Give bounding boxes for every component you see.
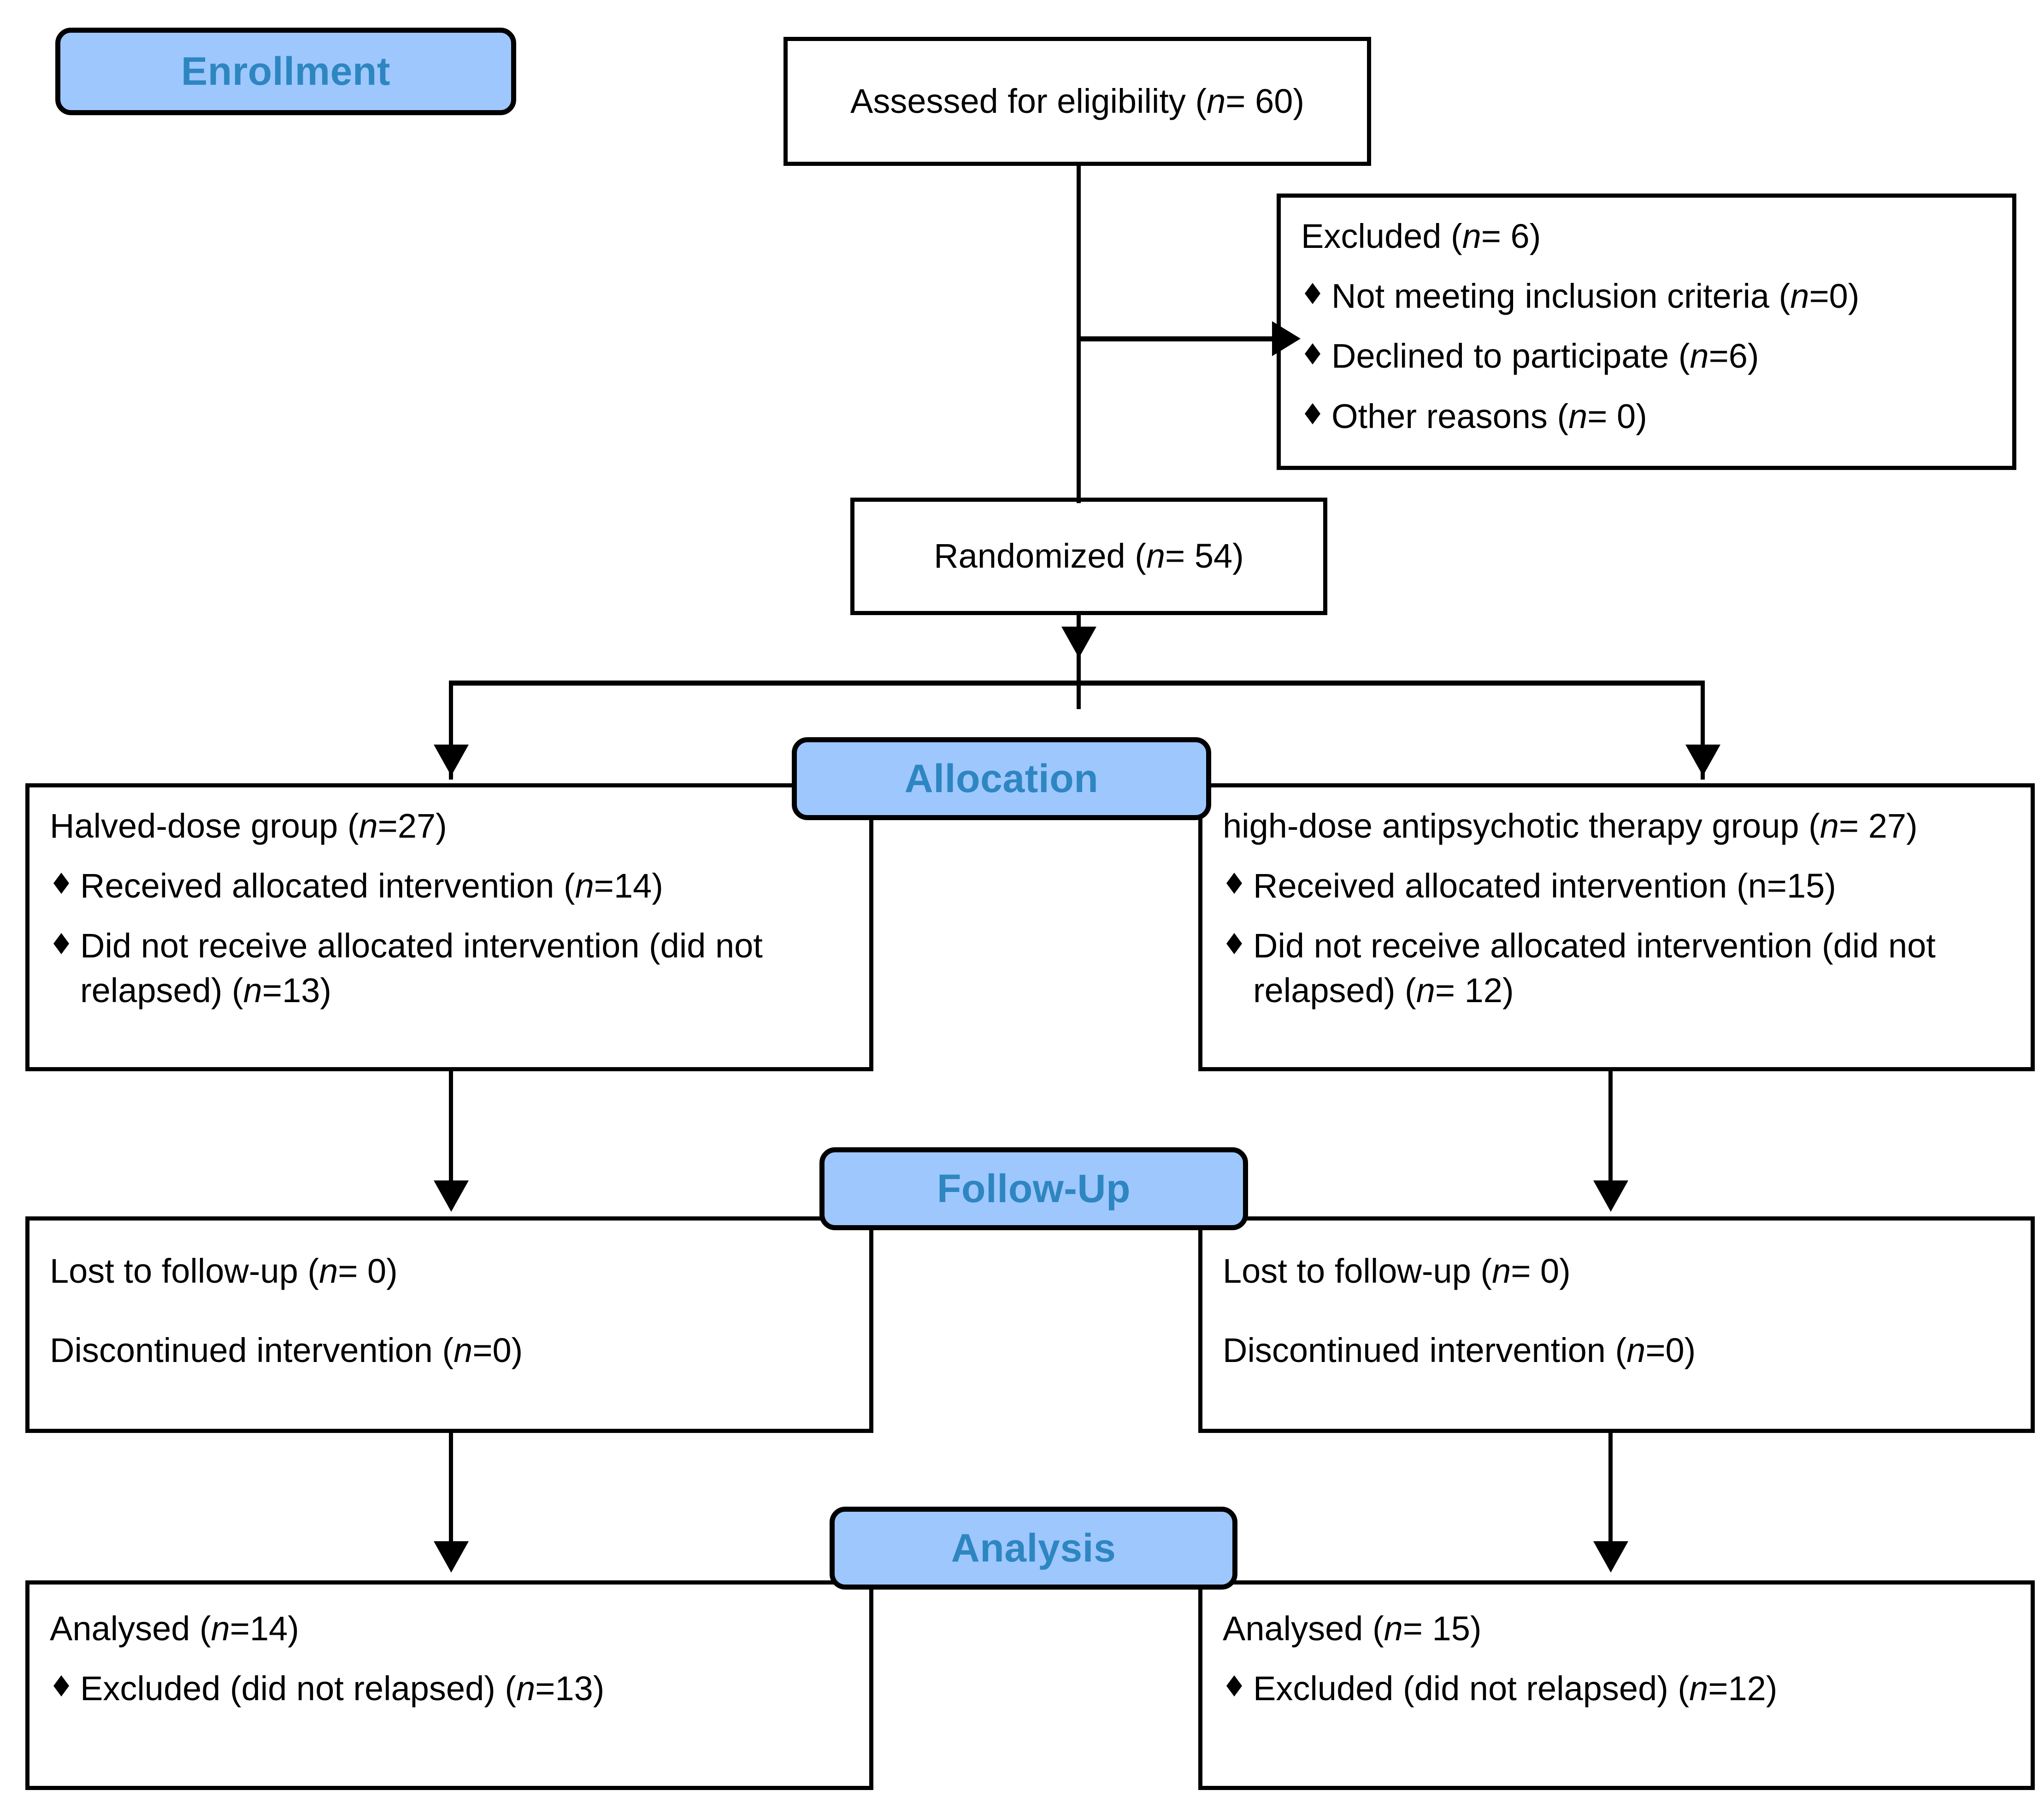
excluded-reason-list: Not meeting inclusion criteria (n=0) Dec… [1301,274,1994,439]
list-item: Received allocated intervention (n=14) [50,864,851,908]
arrowhead-followup-right-analysis [1593,1541,1628,1573]
followup-left-line-2: Discontinued intervention (n=0) [50,1331,523,1370]
connector-to-excluded [1077,336,1279,341]
list-item: Not meeting inclusion criteria (n=0) [1301,274,1994,318]
diamond-bullet-icon [53,933,69,954]
box-analysis-left: Analysed (n=14) Excluded (did not relaps… [25,1580,873,1790]
followup-right-line-2: Discontinued intervention (n=0) [1223,1331,1696,1370]
list-item: Excluded (did not relapsed) (n=12) [1223,1667,2012,1711]
arrowhead-to-excluded [1272,321,1301,356]
allocation-left-list: Received allocated intervention (n=14) D… [50,864,851,1013]
excluded-heading: Excluded (n= 6) [1301,217,1541,255]
connector-split-bar [451,681,1704,686]
arrowhead-followup-left-analysis [434,1541,469,1573]
diamond-bullet-icon [1226,1675,1242,1697]
banner-analysis: Analysis [830,1507,1237,1590]
banner-followup: Follow-Up [819,1147,1248,1230]
analysis-left-heading: Analysed (n=14) [50,1609,299,1648]
box-followup-right: Lost to follow-up (n= 0) Discontinued in… [1198,1216,2035,1433]
randomized-text: Randomized (n= 54) [934,537,1244,575]
banner-allocation-label: Allocation [904,756,1099,801]
list-item: Declined to participate (n=6) [1301,334,1994,378]
list-item: Did not receive allocated intervention (… [1223,924,2012,1012]
followup-right-line-1: Lost to follow-up (n= 0) [1223,1252,1571,1290]
allocation-left-heading: Halved-dose group (n=27) [50,807,447,845]
diamond-bullet-icon [1305,283,1320,305]
allocation-right-list: Received allocated intervention (n=15) D… [1223,864,2012,1013]
diamond-bullet-icon [53,1675,69,1697]
allocation-right-heading: high-dose antipsychotic therapy group (n… [1223,807,1918,845]
box-allocation-left: Halved-dose group (n=27) Received alloca… [25,783,873,1071]
list-item: Excluded (did not relapsed) (n=13) [50,1667,851,1711]
connector-split-left [449,681,453,780]
connector-followup-left-to-analysis [449,1431,453,1546]
followup-left-line-1: Lost to follow-up (n= 0) [50,1252,398,1290]
connector-alloc-right-to-followup [1608,1070,1613,1185]
diamond-bullet-icon [1226,933,1242,954]
box-allocation-right: high-dose antipsychotic therapy group (n… [1198,783,2035,1071]
connector-alloc-left-to-followup [449,1070,453,1185]
box-followup-left: Lost to follow-up (n= 0) Discontinued in… [25,1216,873,1433]
analysis-left-list: Excluded (did not relapsed) (n=13) [50,1667,851,1711]
connector-assessed-trunk [1077,162,1081,503]
box-excluded: Excluded (n= 6) Not meeting inclusion cr… [1277,194,2016,470]
connector-randomized-down [1077,615,1081,709]
diamond-bullet-icon [53,873,69,894]
diamond-bullet-icon [1305,403,1320,424]
arrowhead-split-right [1685,745,1720,776]
list-item: Other reasons (n= 0) [1301,394,1994,439]
banner-followup-label: Follow-Up [937,1166,1131,1211]
analysis-right-heading: Analysed (n= 15) [1223,1609,1482,1648]
banner-allocation: Allocation [792,737,1211,820]
arrowhead-randomized-split [1061,627,1096,658]
list-item: Did not receive allocated intervention (… [50,924,851,1012]
banner-analysis-label: Analysis [951,1526,1116,1570]
diamond-bullet-icon [1305,343,1320,364]
connector-followup-right-to-analysis [1608,1431,1613,1546]
list-item: Received allocated intervention (n=15) [1223,864,2012,908]
box-analysis-right: Analysed (n= 15) Excluded (did not relap… [1198,1580,2035,1790]
box-assessed-for-eligibility: Assessed for eligibility (n= 60) [783,37,1371,166]
arrowhead-alloc-left-followup [434,1180,469,1212]
banner-enrollment-label: Enrollment [181,49,391,94]
arrowhead-split-left [434,745,469,776]
box-randomized: Randomized (n= 54) [850,498,1327,615]
analysis-right-list: Excluded (did not relapsed) (n=12) [1223,1667,2012,1711]
banner-enrollment: Enrollment [55,28,516,115]
assessed-text: Assessed for eligibility (n= 60) [850,82,1305,120]
diamond-bullet-icon [1226,873,1242,894]
connector-split-right [1701,681,1705,780]
arrowhead-alloc-right-followup [1593,1180,1628,1212]
